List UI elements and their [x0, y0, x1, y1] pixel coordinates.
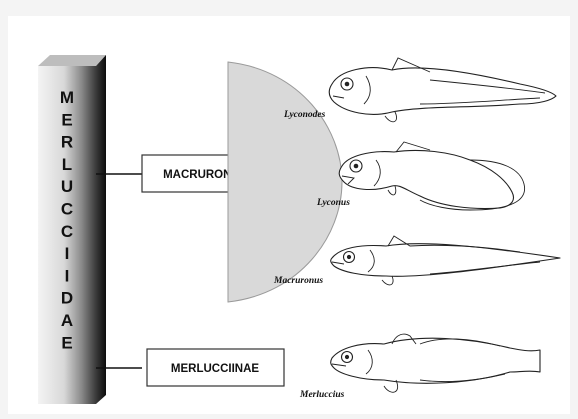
- family-name-letter: M: [60, 88, 74, 107]
- family-name-letter: C: [61, 200, 73, 219]
- pillar-side: [96, 55, 106, 404]
- subfamily-box-merlucciinae: MERLUCCIINAE: [147, 349, 284, 386]
- family-name-letter: E: [61, 333, 72, 352]
- family-name-letter: E: [61, 110, 72, 129]
- family-name-letter: A: [61, 311, 73, 330]
- genus-label-macruronus: Macruronus: [273, 276, 323, 286]
- genus-label-merluccius: Merluccius: [299, 390, 345, 400]
- genus-label-lyconus: Lyconus: [316, 198, 350, 208]
- family-name-letter: R: [61, 133, 73, 152]
- family-name-letter: U: [61, 177, 73, 196]
- family-name-letter: C: [61, 222, 73, 241]
- family-name-letter: L: [62, 155, 72, 174]
- genus-label-lyconodes: Lyconodes: [283, 110, 326, 120]
- pillar-top: [38, 55, 106, 66]
- family-name-letter: I: [65, 244, 70, 263]
- family-name-letter: I: [65, 266, 70, 285]
- subfamily-label-merlucciinae: MERLUCCIINAE: [171, 363, 259, 375]
- family-name-letter: D: [61, 289, 73, 308]
